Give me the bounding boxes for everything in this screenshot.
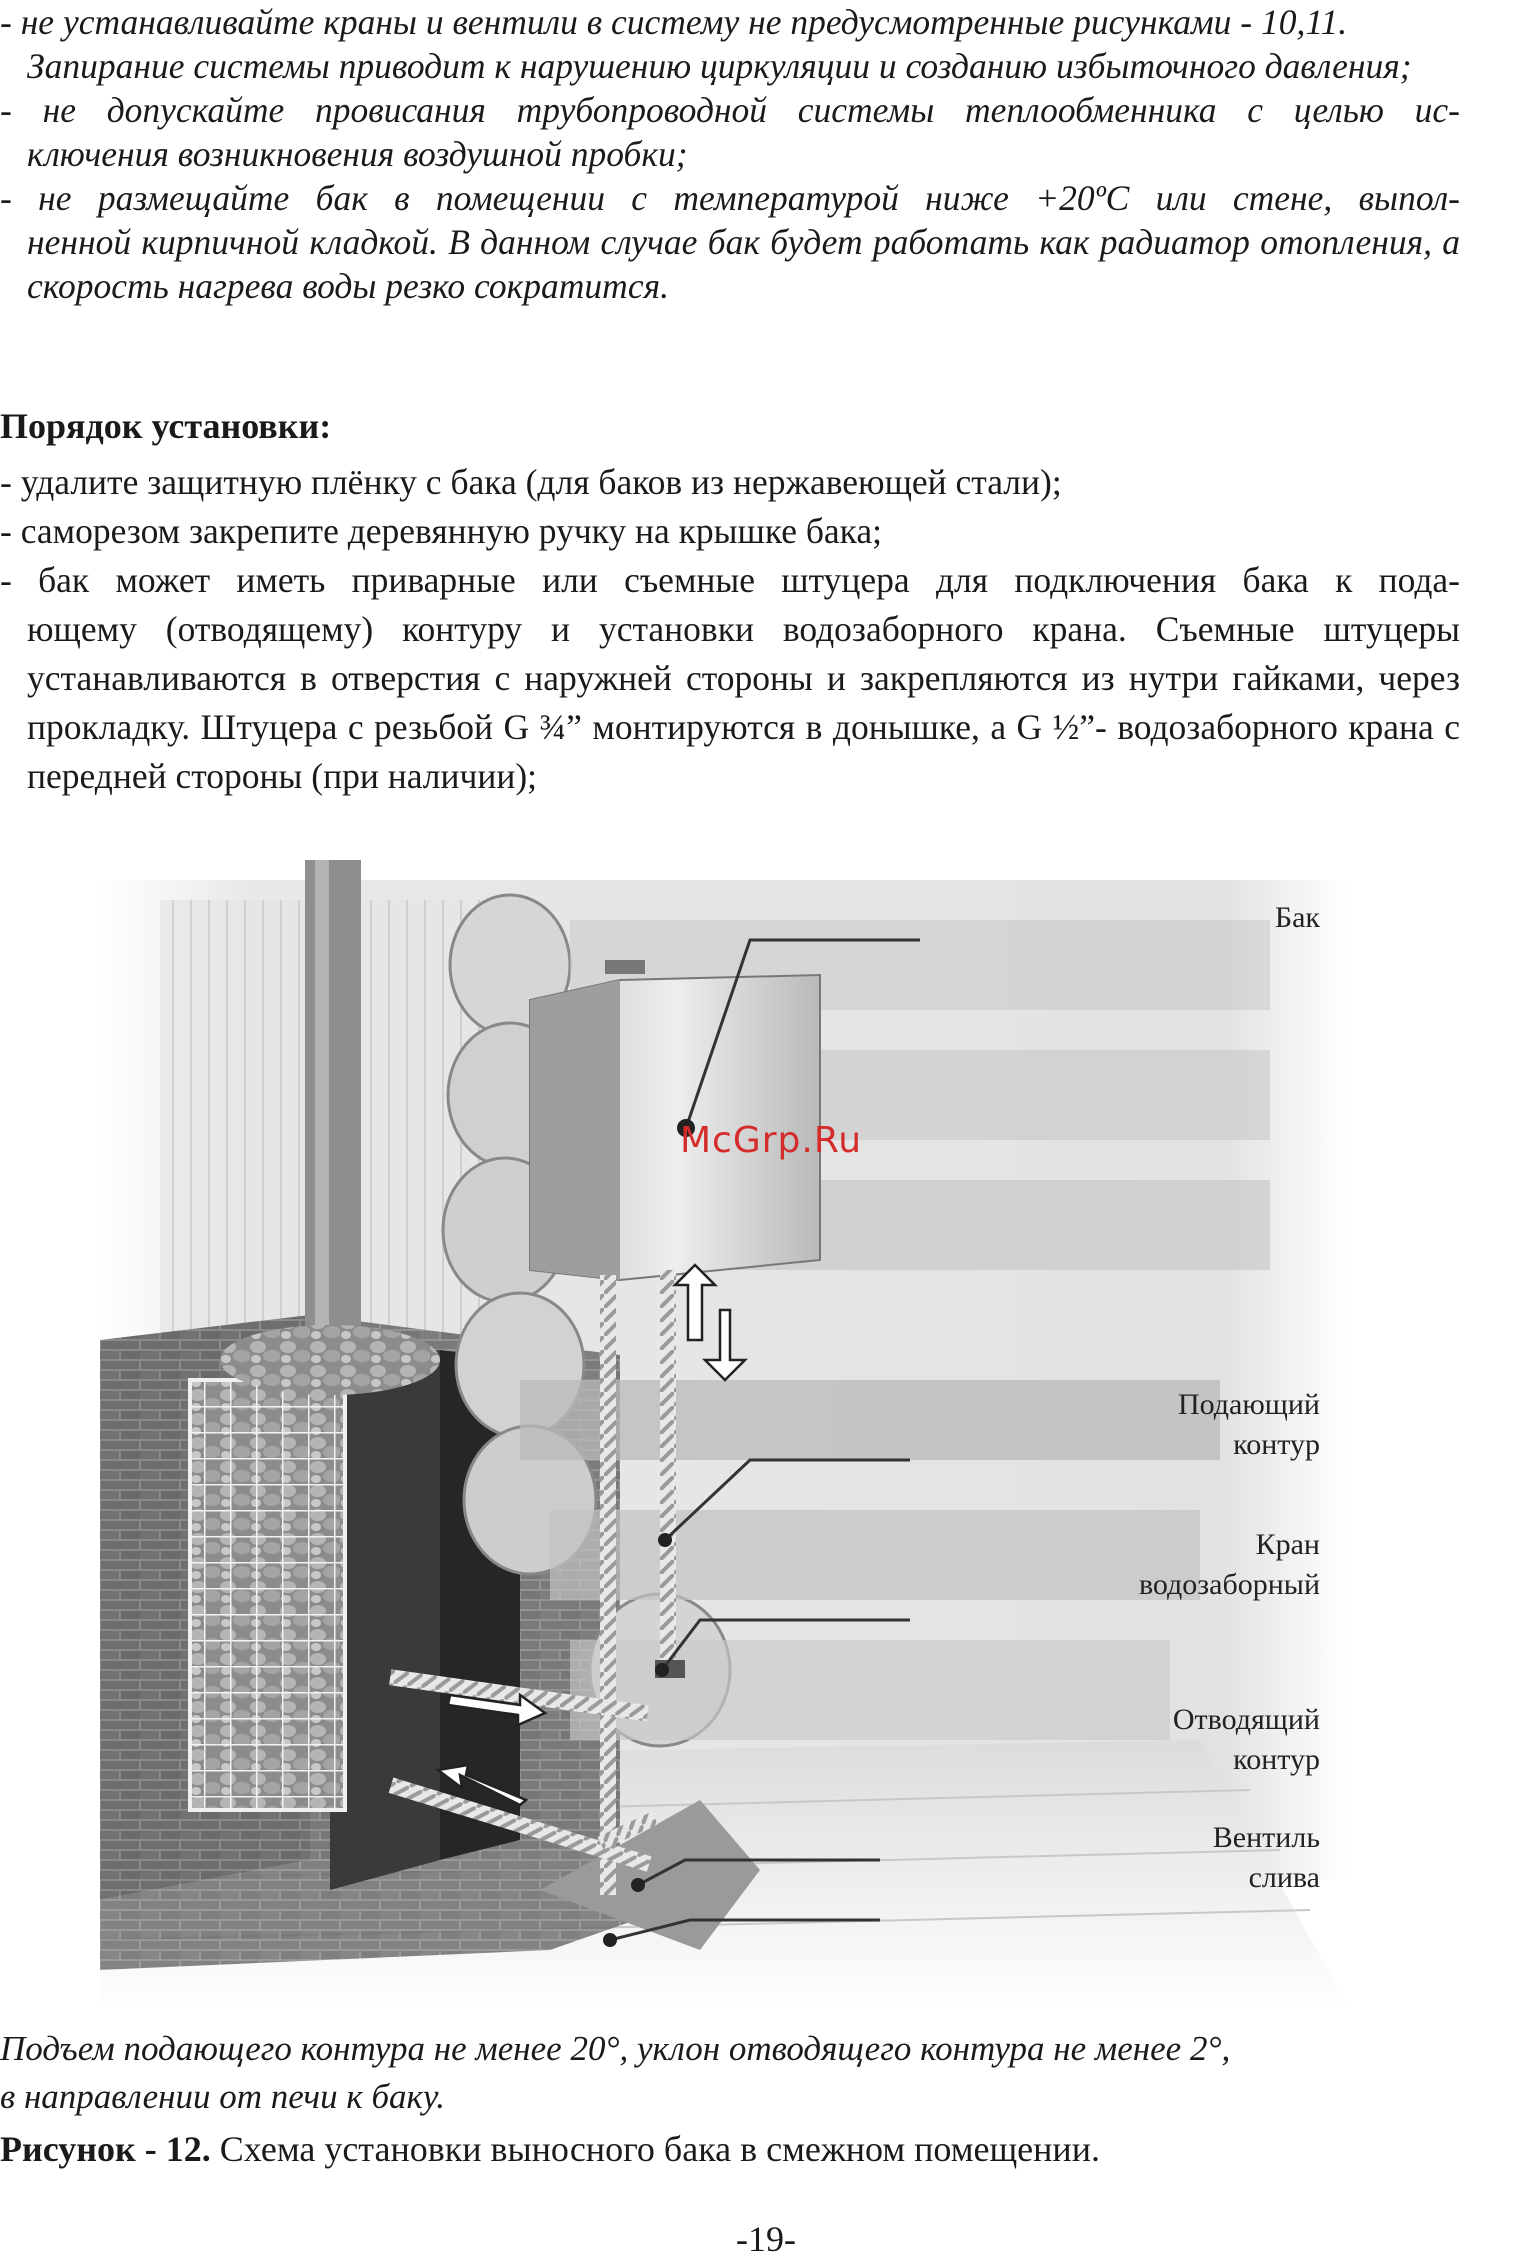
figure-number: Рисунок - 12. xyxy=(0,2129,211,2169)
page-number: -19- xyxy=(736,2219,796,2259)
install-item-3: - бак может иметь приварные или съемные … xyxy=(0,556,1460,801)
warning-1-continuation: Запирание системы приводит к нарушению ц… xyxy=(27,46,1412,86)
figure-title-text: Схема установки выносного бака в смежном… xyxy=(210,2129,1100,2169)
label-supply-circuit: Подающий контур xyxy=(1120,1385,1320,1465)
warning-1-first-line: - не устанавливайте краны и вентили в си… xyxy=(0,2,1348,42)
caption-line-2: в направлении от печи к баку. xyxy=(0,2077,446,2116)
caption-line-1: Подъем подающего контура не менее 20°, у… xyxy=(0,2029,1231,2068)
label-tap-line-1: Кран xyxy=(1255,1528,1320,1561)
label-supply-line-2: контур xyxy=(1233,1428,1320,1461)
label-return-circuit: Отводящий контур xyxy=(1120,1700,1320,1780)
figure-title: Рисунок - 12. Схема установки выносного … xyxy=(0,2128,1100,2170)
label-tap-line-2: водозаборный xyxy=(1138,1568,1320,1601)
label-water-tap: Кран водозаборный xyxy=(1080,1525,1320,1605)
warning-item-3: - не размещайте бак в помещении с темпер… xyxy=(0,176,1460,308)
warning-3-first-line: - не размещайте бак в помещении с темпер… xyxy=(0,178,1460,218)
warning-item-1: - не устанавливайте краны и вентили в си… xyxy=(0,0,1460,88)
install-heading: Порядок установки: xyxy=(0,406,332,446)
install-list: - удалите защитную плёнку с бака (для ба… xyxy=(0,458,1460,801)
sauna-stove-tank-drawing xyxy=(99,860,1350,2010)
label-tank: Бак xyxy=(1274,901,1320,934)
install-item-3-continuation: ющему (отводящему) контуру и установки в… xyxy=(27,609,1460,796)
leader-lines xyxy=(609,938,920,1942)
label-return-line-2: контур xyxy=(1233,1743,1320,1776)
watermark: McGrp.Ru xyxy=(680,1120,863,1161)
warning-2-first-line: - не допускайте провисания трубопроводно… xyxy=(0,90,1460,130)
installation-illustration xyxy=(99,860,1350,2010)
flow-arrows xyxy=(434,1263,749,1807)
install-item-3-first-line: - бак может иметь приварные или съемные … xyxy=(0,560,1460,600)
label-supply-line-1: Подающий xyxy=(1177,1388,1320,1421)
figure-caption: Подъем подающего контура не менее 20°, у… xyxy=(0,2025,1460,2121)
warnings-list: - не устанавливайте краны и вентили в си… xyxy=(0,0,1460,308)
warning-2-continuation: ключения возникновения воздушной пробки; xyxy=(27,134,688,174)
label-drain-valve: Вентиль слива xyxy=(1120,1818,1320,1898)
tank-drawing xyxy=(529,960,821,1282)
label-drain-line-2: слива xyxy=(1248,1861,1320,1894)
label-drain-line-1: Вентиль xyxy=(1212,1821,1320,1854)
warning-item-2: - не допускайте провисания трубопроводно… xyxy=(0,88,1460,176)
install-item-2: - саморезом закрепите деревянную ручку н… xyxy=(0,511,883,551)
warning-3-continuation: ненной кирпичной кладкой. В данном случа… xyxy=(27,222,1460,306)
label-return-line-1: Отводящий xyxy=(1172,1703,1320,1736)
install-item-1: - удалите защитную плёнку с бака (для ба… xyxy=(0,462,1062,502)
